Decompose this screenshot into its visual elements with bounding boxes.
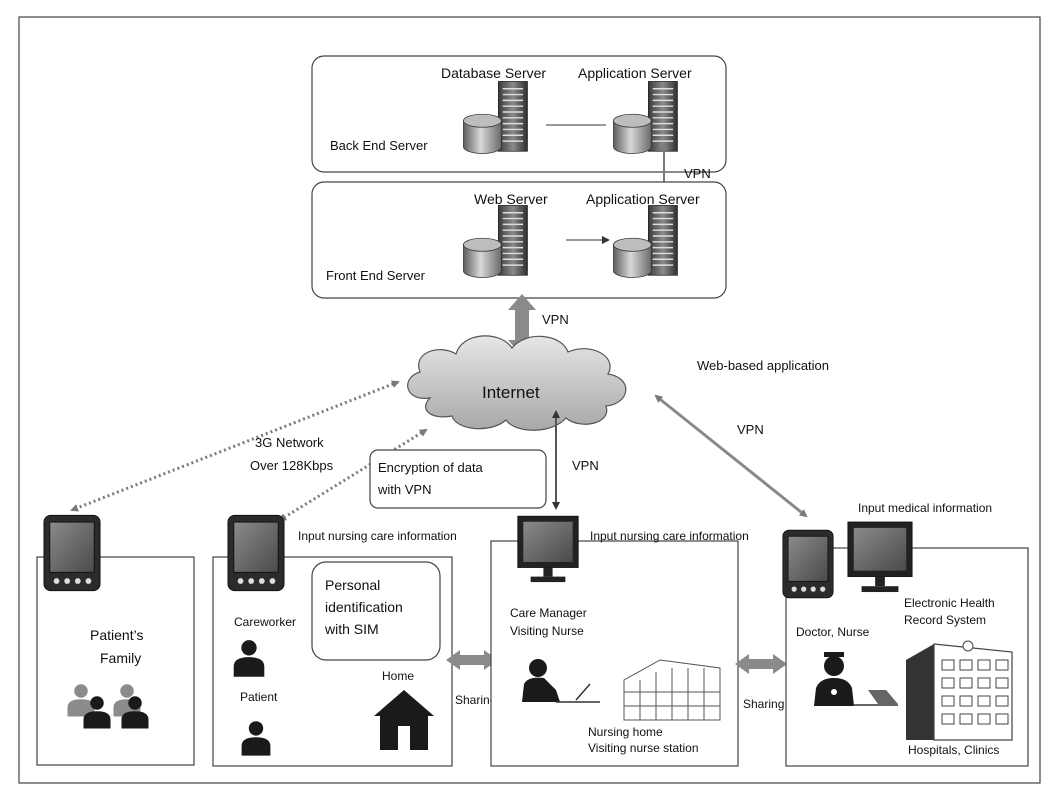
sim-line2: identification bbox=[325, 599, 403, 615]
careworker-label: Careworker bbox=[234, 615, 296, 629]
patient-family-group: Patient’s Family bbox=[36, 514, 195, 766]
home-careworker-group: Input nursing care information Personal … bbox=[212, 514, 457, 767]
home-label: Home bbox=[382, 669, 414, 683]
home-input-nursing-label: Input nursing care information bbox=[298, 529, 457, 543]
internet-label: Internet bbox=[482, 383, 540, 402]
hospital-tablet-icon bbox=[782, 529, 834, 599]
hospital-group: Input medical information Electronic Hea… bbox=[782, 501, 1029, 767]
nursing-home-label: Nursing home bbox=[588, 725, 663, 739]
front-back-vpn-label: VPN bbox=[684, 166, 711, 181]
patient-label: Patient bbox=[240, 690, 278, 704]
hospital-internet-vpn-arrow bbox=[654, 394, 808, 518]
family-label-line2: Family bbox=[100, 650, 141, 666]
sim-line3: with SIM bbox=[324, 621, 379, 637]
front-internet-vpn-label: VPN bbox=[542, 312, 569, 327]
back-application-server-label: Application Server bbox=[578, 65, 692, 81]
family-box bbox=[36, 556, 195, 766]
home-care-sharing-arrow bbox=[446, 650, 498, 670]
family-internet-link bbox=[70, 380, 400, 512]
care-manager-label: Care Manager bbox=[510, 606, 587, 620]
visiting-nurse-station-label: Visiting nurse station bbox=[588, 741, 699, 755]
care-internet-vpn-label: VPN bbox=[572, 458, 599, 473]
network-line2: Over 128Kbps bbox=[250, 458, 334, 473]
care-input-nursing-label: Input nursing care information bbox=[590, 529, 749, 543]
web-based-application-label: Web-based application bbox=[697, 358, 829, 373]
input-medical-label: Input medical information bbox=[858, 501, 992, 515]
care-hospital-sharing-label: Sharing bbox=[743, 697, 784, 711]
web-server-label: Web Server bbox=[474, 191, 548, 207]
sim-box bbox=[311, 561, 441, 661]
internet-cloud: Internet bbox=[407, 335, 627, 431]
front-end-label: Front End Server bbox=[326, 268, 426, 283]
careworker-tablet-icon bbox=[227, 514, 285, 592]
home-care-sharing-label: Sharing bbox=[455, 693, 496, 707]
family-label-line1: Patient’s bbox=[90, 627, 143, 643]
hospital-internet-vpn-label: VPN bbox=[737, 422, 764, 437]
sim-line1: Personal bbox=[325, 577, 380, 593]
careworker-internet-link bbox=[278, 428, 428, 522]
ehr-line1: Electronic Health bbox=[904, 596, 995, 610]
care-manager-group: Input nursing care information Care Mana… bbox=[490, 515, 749, 767]
hospitals-clinics-label: Hospitals, Clinics bbox=[908, 743, 999, 757]
encryption-line2: with VPN bbox=[377, 482, 431, 497]
front-application-server-label: Application Server bbox=[586, 191, 700, 207]
desk-worker-icon bbox=[522, 659, 600, 703]
encryption-box bbox=[369, 449, 547, 509]
network-line1: 3G Network bbox=[255, 435, 324, 450]
doctor-nurse-label: Doctor, Nurse bbox=[796, 625, 870, 639]
doctor-icon bbox=[814, 652, 898, 706]
back-end-server-group: Database Server Application Server Back … bbox=[311, 55, 727, 173]
back-end-label: Back End Server bbox=[330, 138, 428, 153]
family-tablet-icon bbox=[43, 514, 101, 592]
ehr-line2: Record System bbox=[904, 613, 986, 627]
care-hospital-sharing-arrow bbox=[735, 654, 787, 674]
visiting-nurse-label: Visiting Nurse bbox=[510, 624, 584, 638]
database-server-label: Database Server bbox=[441, 65, 546, 81]
front-end-server-group: Web Server Application Server Front End … bbox=[311, 181, 727, 299]
hospital-building-icon bbox=[906, 640, 1013, 741]
encryption-line1: Encryption of data bbox=[378, 460, 484, 475]
nursing-home-building-icon bbox=[623, 659, 721, 721]
home-roof-icon bbox=[374, 690, 434, 716]
outer-frame bbox=[18, 16, 1041, 784]
